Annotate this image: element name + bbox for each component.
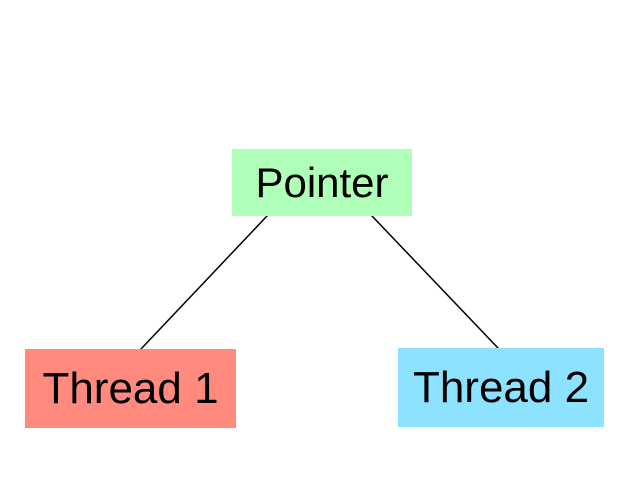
thread-2-node: Thread 2 [398,348,604,427]
thread-1-label: Thread 1 [42,363,219,413]
edge-pointer-thread1 [140,215,268,350]
thread-1-node: Thread 1 [25,349,236,428]
edge-pointer-thread2 [371,215,499,349]
pointer-node: Pointer [232,149,412,216]
pointer-label: Pointer [255,158,389,206]
thread-2-label: Thread 2 [412,362,590,412]
